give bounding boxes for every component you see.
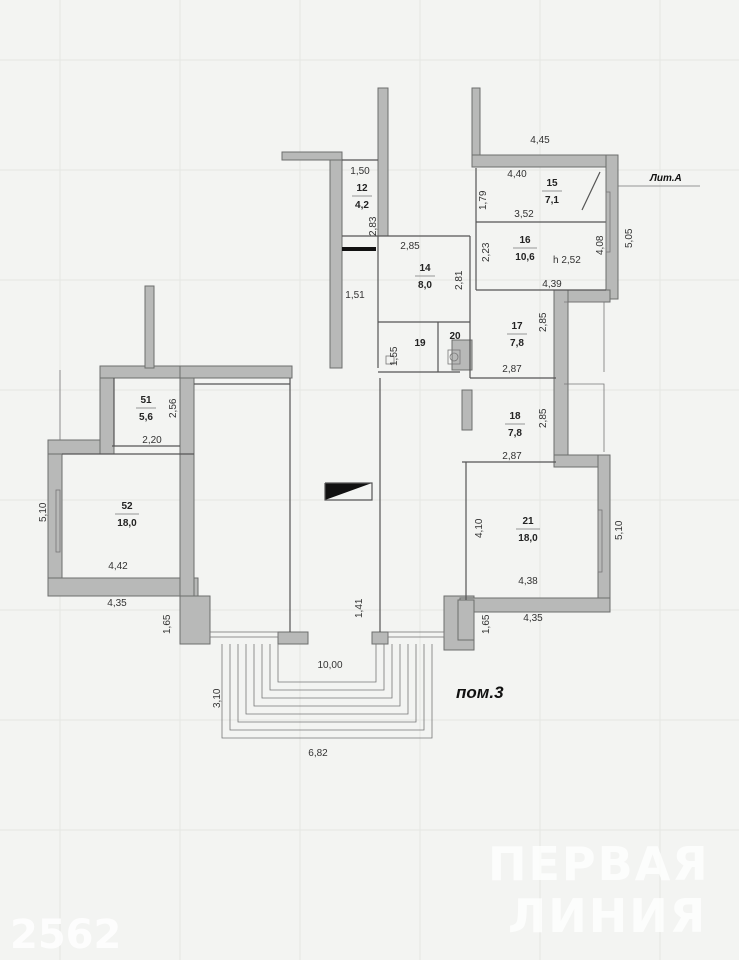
svg-text:8,0: 8,0 — [418, 280, 432, 291]
dim-label: 4,42 — [108, 561, 128, 572]
dim-label: 5,05 — [624, 228, 635, 248]
dim-label: 2,20 — [142, 435, 162, 446]
svg-text:7,8: 7,8 — [508, 428, 522, 439]
room-15: 15 7,1 — [542, 178, 562, 206]
room-51: 51 5,6 — [136, 395, 156, 423]
watermark-logo: ПЕРВАЯ ЛИНИЯ — [488, 837, 710, 943]
plan-title: пом.3 — [456, 683, 504, 702]
dim-label: 4,08 — [595, 235, 606, 255]
dim-label: 3,52 — [514, 209, 534, 220]
dim-label: 4,10 — [474, 518, 485, 538]
room-14: 14 8,0 — [415, 263, 435, 291]
svg-text:21: 21 — [522, 516, 534, 527]
dim-label: 4,39 — [542, 279, 562, 290]
svg-text:18: 18 — [509, 411, 521, 422]
entrance-steps — [221, 644, 433, 739]
svg-text:16: 16 — [519, 235, 531, 246]
dim-label: 1,65 — [162, 614, 173, 634]
dim-label: 1,55 — [389, 346, 400, 366]
svg-text:10,6: 10,6 — [515, 252, 535, 263]
dimension-labels: 1,50 2,83 4,45 4,40 1,79 3,52 5,05 4,08 … — [38, 135, 635, 759]
svg-text:19: 19 — [414, 338, 426, 349]
dim-label: 2,85 — [538, 312, 549, 332]
svg-text:7,1: 7,1 — [545, 195, 559, 206]
dim-label: 1,79 — [478, 190, 489, 210]
dim-label: 10,00 — [317, 660, 342, 671]
dim-label: 3,10 — [212, 688, 223, 708]
partitions — [55, 159, 611, 638]
svg-text:5,6: 5,6 — [139, 412, 153, 423]
walls — [47, 87, 619, 651]
dim-label: 2,83 — [368, 216, 379, 236]
svg-text:20: 20 — [449, 331, 461, 342]
room-labels: 12 4,2 14 8,0 15 7,1 16 10,6 17 7,8 18 7… — [115, 178, 562, 544]
dim-label: 6,82 — [308, 748, 328, 759]
dim-label: 4,40 — [507, 169, 527, 180]
dim-label: 4,35 — [107, 598, 127, 609]
dim-label: 5,10 — [614, 520, 625, 540]
svg-text:15: 15 — [546, 178, 558, 189]
room-20: 20 — [449, 331, 461, 342]
dim-label: 2,87 — [502, 364, 522, 375]
room-17: 17 7,8 — [507, 321, 527, 349]
svg-text:18,0: 18,0 — [518, 533, 538, 544]
svg-text:4,2: 4,2 — [355, 200, 369, 211]
room-12: 12 4,2 — [352, 183, 372, 211]
dim-label: 2,87 — [502, 451, 522, 462]
dim-label: 1,51 — [345, 290, 365, 301]
listing-number: 2562 — [10, 912, 121, 958]
svg-text:52: 52 — [121, 501, 133, 512]
room-18: 18 7,8 — [505, 411, 525, 439]
svg-text:18,0: 18,0 — [117, 518, 137, 529]
dim-label: 1,65 — [481, 614, 492, 634]
dim-label: 1,50 — [350, 166, 370, 177]
svg-text:17: 17 — [511, 321, 523, 332]
svg-text:ПЕРВАЯ: ПЕРВАЯ — [488, 837, 710, 891]
room-16: 16 10,6 — [513, 235, 537, 263]
dim-label: 1,41 — [354, 598, 365, 618]
building-label: Лит.А — [649, 173, 682, 184]
dim-label: 2,23 — [481, 242, 492, 262]
room-21: 21 18,0 — [516, 516, 540, 544]
dim-label: 2,81 — [454, 270, 465, 290]
dim-label: 4,45 — [530, 135, 550, 146]
building-label-leader: Лит.А — [618, 173, 700, 187]
svg-text:51: 51 — [140, 395, 152, 406]
svg-text:ЛИНИЯ: ЛИНИЯ — [508, 889, 707, 943]
dim-label: 4,35 — [523, 613, 543, 624]
svg-text:7,8: 7,8 — [510, 338, 524, 349]
dim-label: h 2,52 — [553, 255, 581, 266]
svg-text:14: 14 — [419, 263, 431, 274]
dim-label: 2,85 — [400, 241, 420, 252]
dim-label: 5,10 — [38, 502, 49, 522]
dim-label: 4,38 — [518, 576, 538, 587]
room-52: 52 18,0 — [115, 501, 139, 529]
room-19: 19 — [414, 338, 426, 349]
svg-text:12: 12 — [356, 183, 368, 194]
dim-label: 2,85 — [538, 408, 549, 428]
dim-label: 2,56 — [168, 398, 179, 418]
